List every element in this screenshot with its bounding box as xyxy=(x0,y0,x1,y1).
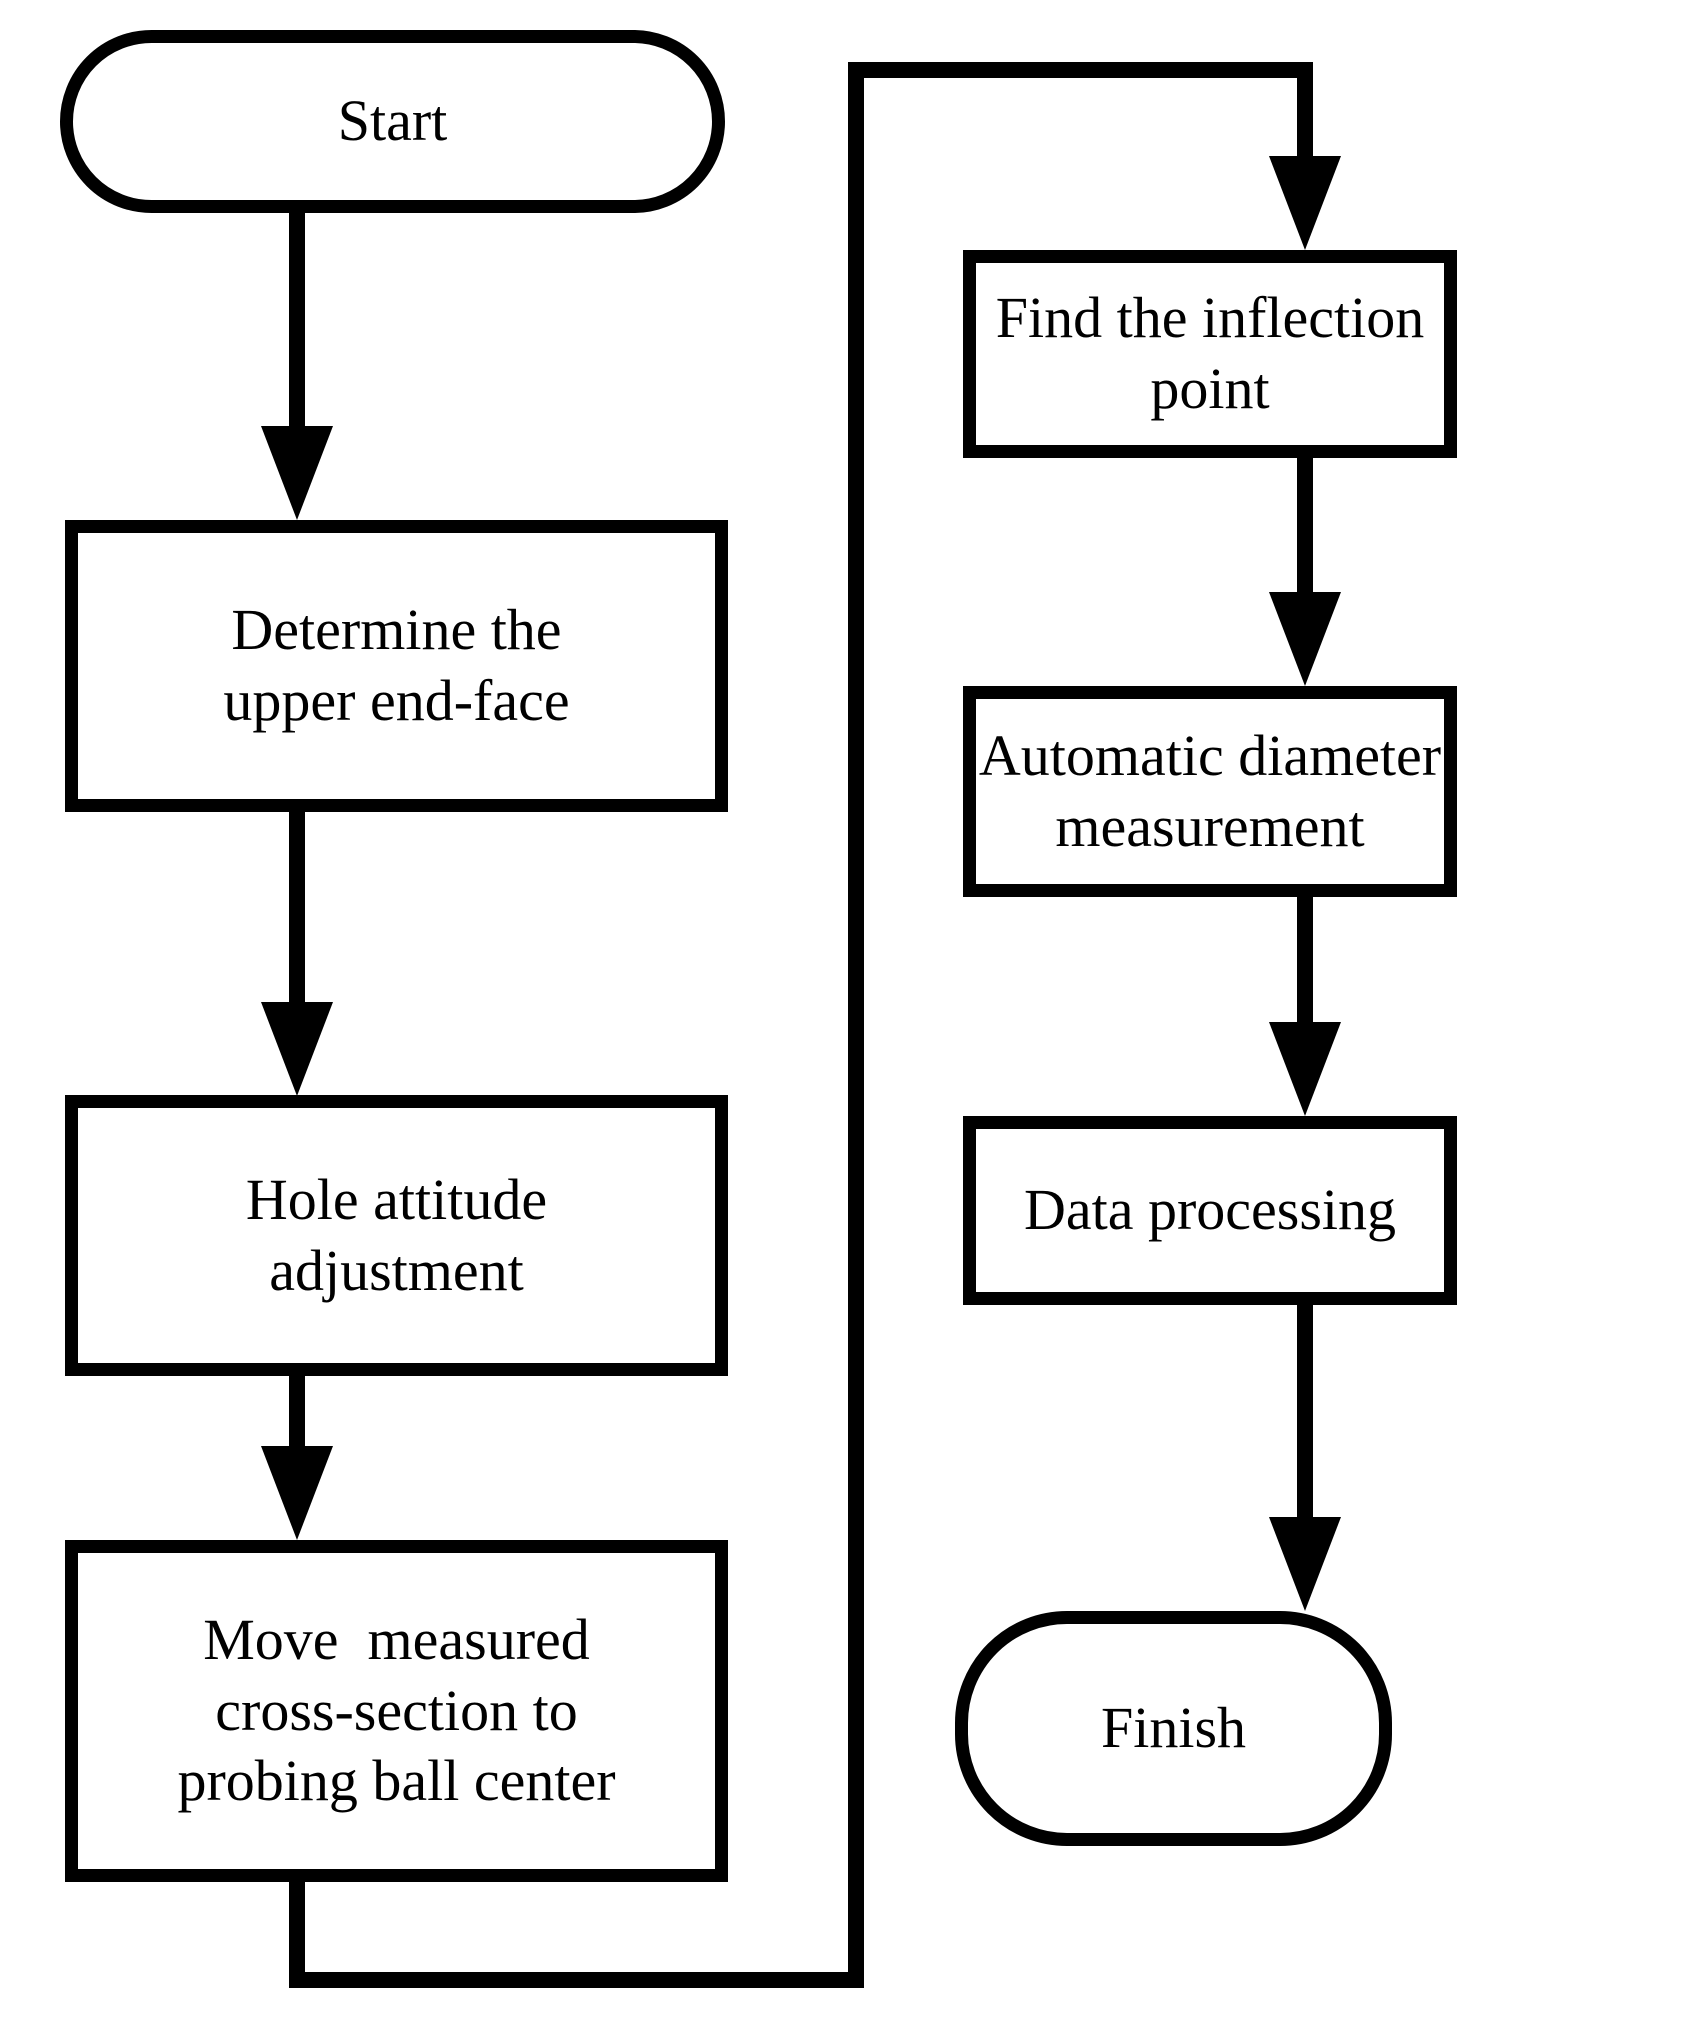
edge-start-to-determine-shaft xyxy=(289,208,305,436)
automatic-diameter-measurement-box: Automatic diameter measurement xyxy=(963,686,1457,897)
determine-upper-end-face-box: Determine the upper end-face xyxy=(65,520,728,812)
edge-hole-to-move-arrowhead xyxy=(261,1446,333,1540)
edge-connector-to-find-shaft xyxy=(1297,62,1313,158)
automatic-diameter-measurement-label: Automatic diameter measurement xyxy=(978,722,1442,859)
connector-move-exit-drop xyxy=(289,1880,305,1988)
connector-bottom-horizontal xyxy=(289,1972,864,1988)
connector-middle-vertical xyxy=(848,62,864,1988)
edge-find-to-automatic-shaft xyxy=(1297,456,1313,592)
find-inflection-point-label: Find the inflection point xyxy=(995,285,1425,421)
start-terminator: Start xyxy=(60,30,725,213)
edge-connector-to-find-arrowhead xyxy=(1269,156,1341,250)
start-label: Start xyxy=(337,88,448,154)
edge-data-to-finish-shaft xyxy=(1297,1303,1313,1517)
connector-top-horizontal xyxy=(848,62,1313,78)
edge-data-to-finish-arrowhead xyxy=(1269,1517,1341,1611)
edge-determine-to-hole-shaft xyxy=(289,810,305,1002)
finish-terminator: Finish xyxy=(955,1611,1392,1846)
find-inflection-point-box: Find the inflection point xyxy=(963,250,1457,458)
data-processing-label: Data processing xyxy=(1023,1177,1397,1243)
hole-attitude-adjustment-label: Hole attitude adjustment xyxy=(245,1166,548,1303)
edge-find-to-automatic-arrowhead xyxy=(1269,592,1341,686)
data-processing-box: Data processing xyxy=(963,1116,1457,1305)
hole-attitude-adjustment-box: Hole attitude adjustment xyxy=(65,1095,728,1376)
move-cross-section-box: Move measured cross-section to probing b… xyxy=(65,1540,728,1882)
edge-automatic-to-data-arrowhead xyxy=(1269,1022,1341,1116)
move-cross-section-label: Move measured cross-section to probing b… xyxy=(177,1606,616,1814)
determine-upper-end-face-label: Determine the upper end-face xyxy=(223,597,570,733)
edge-determine-to-hole-arrowhead xyxy=(261,1002,333,1096)
finish-label: Finish xyxy=(1100,1695,1247,1761)
edge-start-to-determine-arrowhead xyxy=(261,426,333,520)
edge-hole-to-move-shaft xyxy=(289,1374,305,1446)
edge-automatic-to-data-shaft xyxy=(1297,895,1313,1022)
